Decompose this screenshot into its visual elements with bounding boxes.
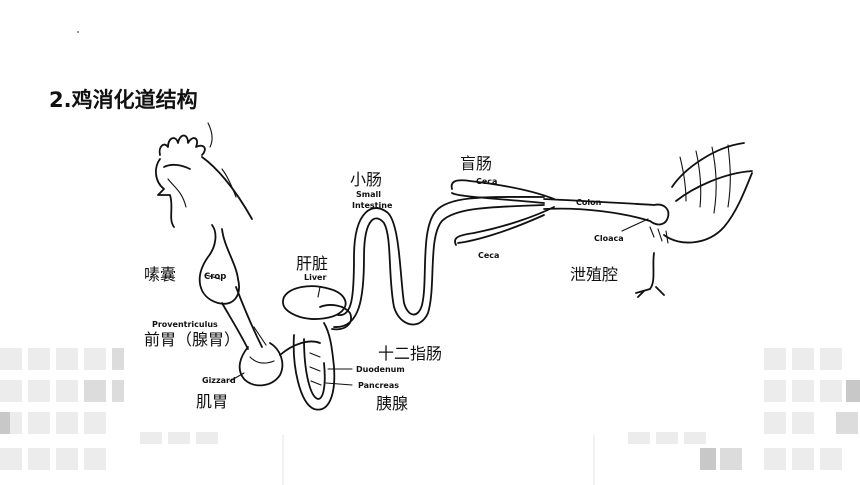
leader-lines [205, 218, 649, 386]
label-pancreas-zh: 胰腺 [376, 394, 408, 413]
label-cloaca-en: Cloaca [594, 234, 624, 243]
label-proventriculus-zh: 前胃（腺胃） [144, 330, 240, 349]
label-liver-en: Liver [304, 273, 326, 282]
label-crop-en: Crop [204, 272, 226, 282]
label-ceca-top-en: Ceca [476, 177, 497, 186]
label-crop-zh: 嗉囊 [144, 265, 176, 284]
label-duodenum-zh: 十二指肠 [378, 344, 442, 363]
label-small-intestine-zh: 小肠 [350, 170, 382, 189]
slide-dot [77, 31, 79, 33]
label-colon-en: Colon [576, 198, 602, 207]
esophagus-crop-drawing [198, 224, 263, 350]
diagram-canvas: 小肠 Small Intestine 盲肠 Ceca Ceca Colon Cl… [144, 122, 753, 413]
decorative-tile-pattern [0, 348, 860, 485]
label-cloaca-zh: 泄殖腔 [570, 265, 618, 284]
label-pancreas-en: Pancreas [358, 381, 399, 390]
gizzard-drawing [238, 340, 321, 387]
small-intestine-drawing [333, 196, 545, 328]
label-gizzard-zh: 肌胃 [196, 392, 228, 411]
colon-cloaca-drawing [543, 198, 670, 226]
label-small-intestine-en-2: Intestine [352, 201, 393, 210]
label-gizzard-en: Gizzard [202, 376, 236, 385]
label-small-intestine-en-1: Small [356, 190, 381, 199]
label-proventriculus-en: Proventriculus [152, 320, 218, 329]
liver-drawing [282, 285, 352, 331]
rooster-head-drawing [155, 122, 253, 228]
duodenum-loop-drawing [292, 322, 336, 411]
chicken-digestive-tract-diagram: 小肠 Small Intestine 盲肠 Ceca Ceca Colon Cl… [124, 117, 760, 430]
rooster-tail-drawing [635, 142, 753, 298]
label-ceca-zh: 盲肠 [460, 154, 492, 173]
label-liver-zh: 肝脏 [296, 254, 328, 273]
label-duodenum-en: Duodenum [356, 365, 405, 374]
ceca-drawing [450, 179, 555, 246]
slide-title: 2.鸡消化道结构 [49, 88, 198, 112]
label-ceca-bottom-en: Ceca [478, 251, 499, 260]
